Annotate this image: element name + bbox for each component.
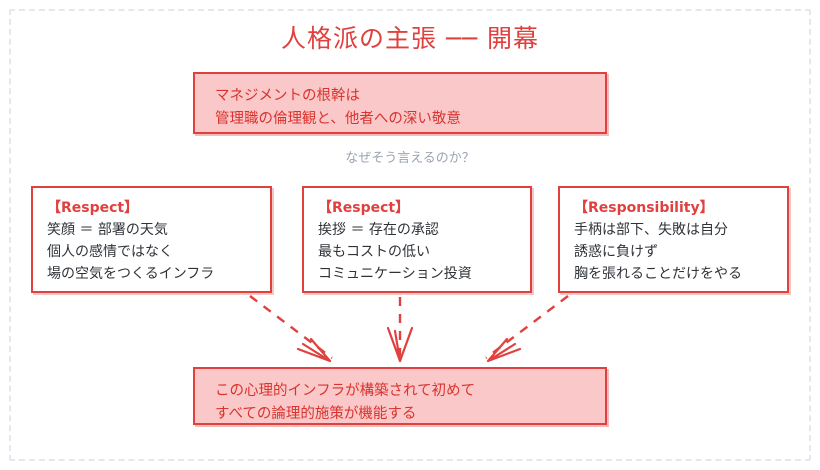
pillar-line: 個人の感情ではなく <box>47 244 173 260</box>
pillar-card-respect-smile: 【Respect】 笑顔 ＝ 部署の天気 個人の感情ではなく 場の空気をつくるイ… <box>31 186 272 293</box>
pillar-heading: 【Responsibility】 <box>574 200 714 216</box>
connector-label: なぜそう言えるのか？ <box>345 151 475 166</box>
pillar-line: 手柄は部下、失敗は自分 <box>574 222 728 238</box>
pillar-card-responsibility: 【Responsibility】 手柄は部下、失敗は自分 誘惑に負けず 胸を張れ… <box>558 186 789 293</box>
arrowhead-right-icon <box>486 337 522 363</box>
pillar-line: 場の空気をつくるインフラ <box>47 266 215 282</box>
conclusion-line-2: すべての論理的施策が機能する <box>215 406 417 422</box>
pillar-line: 笑顔 ＝ 部署の天気 <box>47 222 168 238</box>
premise-box: マネジメントの根幹は 管理職の倫理観と、他者への深い敬意 <box>193 72 607 134</box>
pillar-line: 誘惑に負けず <box>574 244 658 260</box>
pillar-heading: 【Respect】 <box>318 200 410 216</box>
conclusion-line-1: この心理的インフラが構築されて初めて <box>215 383 476 399</box>
pillar-card-respect-greeting: 【Respect】 挨拶 ＝ 存在の承認 最もコストの低い コミュニケーション投… <box>302 186 532 293</box>
premise-line-1: マネジメントの根幹は <box>215 88 360 104</box>
pillar-heading: 【Respect】 <box>47 200 139 216</box>
arrowhead-left-icon <box>296 337 332 363</box>
conclusion-box: この心理的インフラが構築されて初めて すべての論理的施策が機能する <box>193 367 607 425</box>
arrowhead-center-icon <box>386 326 414 363</box>
pillar-line: 胸を張れることだけをやる <box>574 266 742 282</box>
arrow-left-dashed-line <box>249 295 333 359</box>
page-title: 人格派の主張 ── 開幕 <box>281 24 539 53</box>
pillar-line: コミュニケーション投資 <box>318 266 472 282</box>
premise-line-2: 管理職の倫理観と、他者への深い敬意 <box>215 111 461 127</box>
arrow-right-dashed-line <box>485 295 569 359</box>
pillar-line: 最もコストの低い <box>318 244 430 260</box>
pillar-line: 挨拶 ＝ 存在の承認 <box>318 222 439 238</box>
